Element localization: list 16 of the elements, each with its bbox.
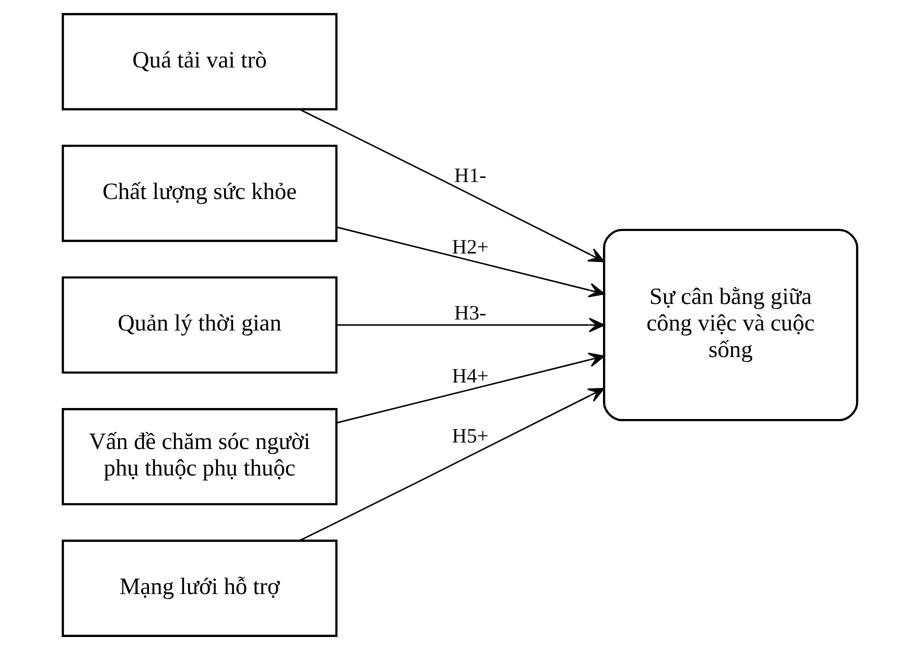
- node-box: Sự cân bằng giữa công việc và cuộc sống: [602, 228, 858, 422]
- arrow: [299, 388, 605, 542]
- node-box: Quản lý thời gian: [62, 276, 338, 374]
- edge-label: H2+: [452, 236, 489, 259]
- node-box: Vấn đề chăm sóc người phụ thuộc phụ thuộc: [62, 408, 338, 506]
- edge-label: H4+: [452, 365, 489, 388]
- node-box: Quá tải vai trò: [62, 13, 338, 110]
- node-box: Chất lượng sức khỏe: [62, 144, 338, 242]
- edge-label: H3-: [454, 302, 486, 324]
- arrow: [336, 226, 605, 298]
- arrow: [336, 352, 605, 424]
- node-box: Mạng lưới hỗ trợ: [62, 540, 338, 637]
- arrow: [337, 318, 605, 332]
- edge-label: H1-: [454, 164, 486, 187]
- edge-label: H5+: [452, 425, 489, 448]
- arrow: [299, 108, 605, 262]
